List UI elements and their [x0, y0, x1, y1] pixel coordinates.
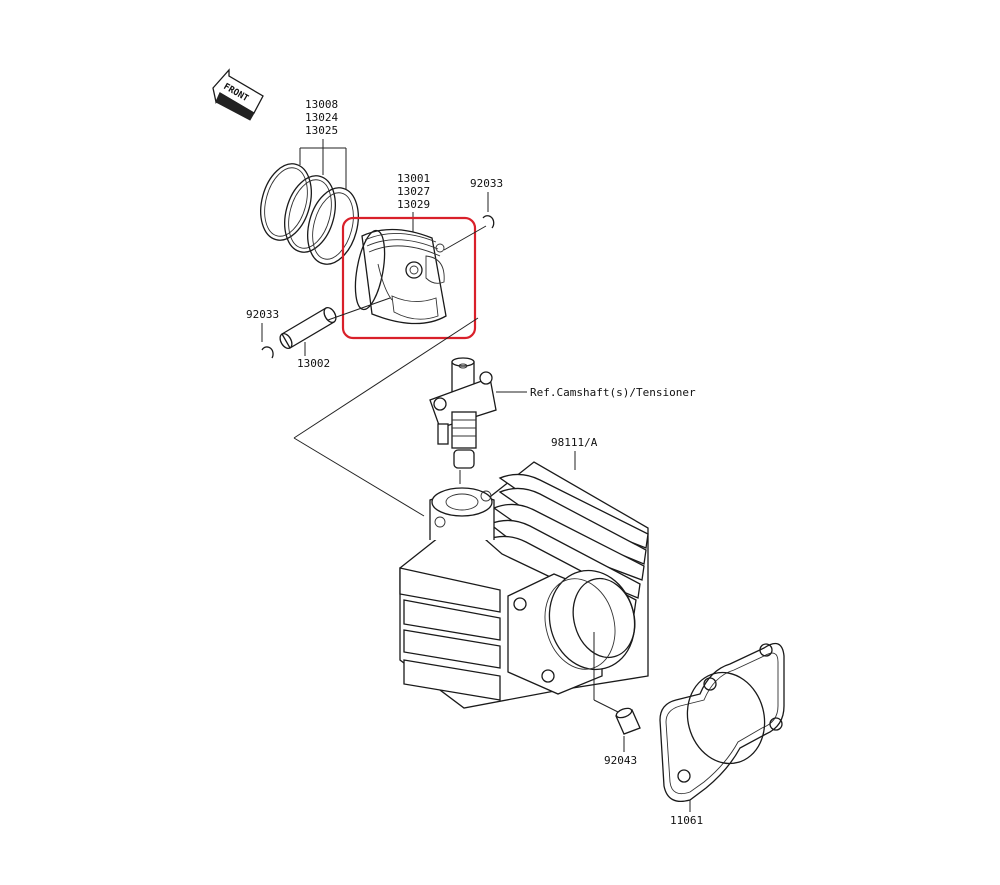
piston-ring-set	[260, 163, 359, 265]
callout-ring-set: 13008 13024 13025	[299, 98, 347, 190]
callout-circlip-right: 92033	[443, 177, 503, 251]
callout-circlip-left: 92033	[246, 308, 279, 359]
head-gasket-part-number: 11061	[670, 814, 703, 827]
piston-part-number-3: 13029	[397, 198, 430, 211]
circlip-left	[261, 346, 274, 359]
dowel-pin	[593, 632, 641, 735]
circlip-right-part-number: 92033	[470, 177, 503, 190]
callout-head-gasket: 11061	[670, 800, 703, 827]
callout-piston: 13001 13027 13029	[397, 172, 430, 232]
ring-set-part-number-1: 13008	[305, 98, 338, 111]
piston	[354, 228, 447, 325]
cylinder-block	[399, 461, 649, 709]
cam-chain-tensioner	[429, 357, 497, 484]
callout-dowel-pin: 92043	[604, 736, 637, 767]
circlip-right	[482, 215, 495, 229]
piston-part-number-1: 13001	[397, 172, 430, 185]
ring-set-part-number-2: 13024	[305, 111, 338, 124]
piston-pin-part-number: 13002	[297, 357, 330, 370]
circlip-left-part-number: 92033	[246, 308, 279, 321]
highlight-box[interactable]	[341, 216, 477, 340]
head-gasket	[659, 642, 785, 803]
dowel-pin-part-number: 92043	[604, 754, 637, 767]
piston-pin	[279, 297, 391, 350]
piston-part-number-2: 13027	[397, 185, 430, 198]
callout-cylinder: 98111/A	[551, 436, 598, 470]
cylinder-part-number: 98111/A	[551, 436, 598, 449]
ring-set-part-number-3: 13025	[305, 124, 338, 137]
callout-piston-pin: 13002	[297, 342, 330, 370]
tensioner-ref-label: Ref.Camshaft(s)/Tensioner	[530, 386, 696, 399]
callout-tensioner-ref: Ref.Camshaft(s)/Tensioner	[496, 386, 696, 399]
front-arrow-icon: FRONT	[212, 68, 264, 121]
